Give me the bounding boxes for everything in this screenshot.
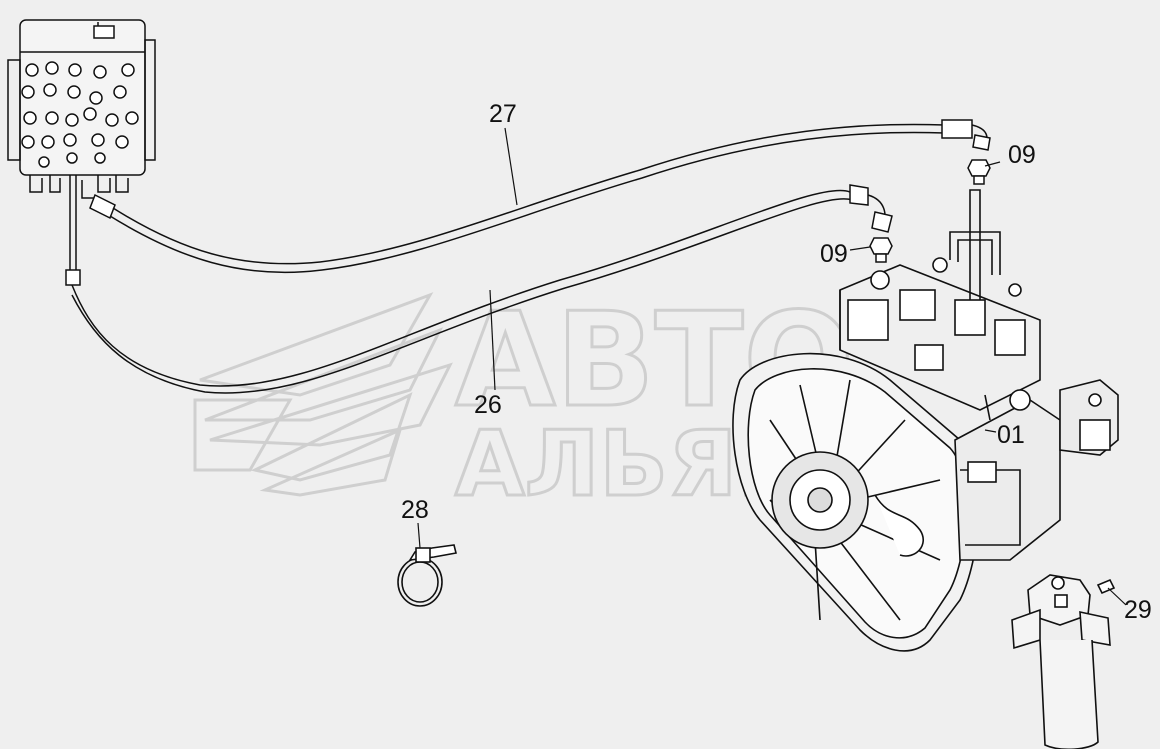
pilot-valve-block — [7, 19, 156, 193]
valve-port-grid — [21, 61, 139, 168]
hose-27 — [81, 119, 991, 274]
hydraulic-pump-assembly — [732, 189, 1119, 652]
callout-09-left: 09 — [820, 240, 848, 268]
hose-26 — [65, 175, 893, 394]
callout-09-top: 09 — [1008, 141, 1036, 169]
line-filter — [1011, 574, 1116, 749]
callout-28: 28 — [401, 496, 429, 524]
watermark-logo — [193, 292, 453, 497]
valve-top-tab — [93, 25, 115, 39]
filter-plug — [1096, 578, 1116, 595]
hose-clamp — [397, 544, 457, 607]
callout-26: 26 — [474, 391, 502, 419]
fitting-09-left — [869, 237, 893, 263]
callout-01: 01 — [997, 421, 1025, 449]
leader-lines — [417, 127, 1127, 606]
callout-27: 27 — [489, 100, 517, 128]
callout-29: 29 — [1124, 596, 1152, 624]
fitting-09-top — [967, 159, 991, 185]
